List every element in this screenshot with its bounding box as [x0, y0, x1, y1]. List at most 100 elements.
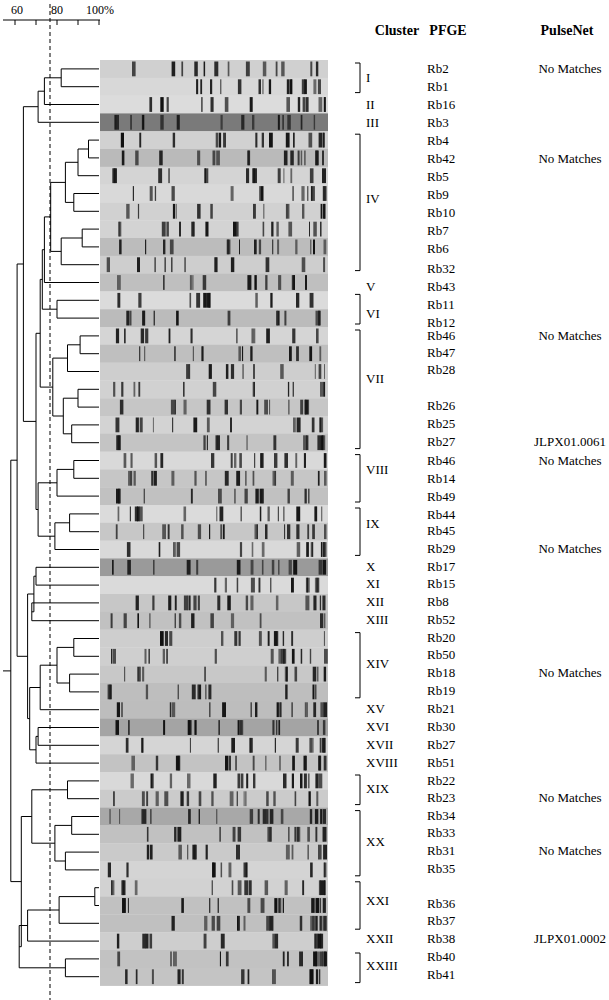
gel-band — [319, 311, 320, 326]
gel-band — [259, 240, 261, 255]
gel-band — [295, 240, 297, 255]
gel-band — [277, 240, 279, 255]
gel-band — [255, 133, 257, 148]
gel-band — [262, 79, 263, 94]
gel-band — [292, 649, 295, 664]
gel-band — [319, 969, 320, 984]
gel-band — [312, 738, 313, 753]
gel-lane — [100, 131, 328, 149]
gel-band — [200, 79, 202, 94]
gel-band — [216, 507, 217, 522]
gel-band — [223, 133, 226, 148]
gel-lane — [100, 380, 328, 398]
gel-band — [320, 222, 321, 237]
gel-band — [280, 364, 284, 379]
gel-band — [289, 560, 292, 575]
gel-band — [280, 702, 281, 717]
gel-band — [298, 97, 300, 112]
gel-band — [116, 524, 118, 539]
gel-lane — [100, 630, 328, 648]
gel-band — [319, 346, 321, 361]
pfge-type: Rb18 — [427, 665, 455, 680]
gel-band — [288, 400, 290, 415]
pfge-type: Rb5 — [427, 169, 449, 184]
gel-band — [124, 329, 126, 344]
gel-band — [323, 382, 325, 397]
gel-band — [302, 204, 304, 219]
gel-band — [180, 791, 183, 806]
gel-band — [126, 738, 129, 753]
gel-band — [274, 453, 277, 468]
gel-band — [322, 151, 324, 166]
gel-band — [265, 524, 268, 539]
gel-band — [162, 222, 166, 237]
gel-band — [279, 756, 280, 771]
gel-band — [278, 168, 281, 183]
gel-band — [142, 809, 143, 824]
gel-lane — [100, 487, 328, 505]
gel-band — [218, 898, 219, 913]
gel-band — [124, 667, 125, 682]
gel-band — [320, 702, 323, 717]
gel-band — [320, 898, 322, 913]
pfge-type: Rb12 — [427, 315, 455, 330]
gel-band — [221, 115, 223, 130]
pfge-type: Rb43 — [427, 279, 455, 294]
gel-band — [151, 774, 153, 789]
gel-band — [275, 738, 276, 753]
pfge-type: Rb28 — [427, 362, 455, 377]
gel-band — [322, 738, 326, 753]
gel-band — [194, 720, 196, 735]
pfge-type: Rb25 — [427, 416, 455, 431]
gel-band — [317, 435, 320, 450]
gel-band — [214, 62, 218, 77]
gel-band — [310, 240, 311, 255]
gel-band — [272, 560, 275, 575]
pulsenet-match: No Matches — [538, 665, 601, 680]
gel-band — [263, 204, 264, 219]
cluster-label: II — [366, 97, 375, 112]
gel-band — [196, 293, 200, 308]
gel-band — [154, 311, 155, 326]
gel-band — [324, 667, 326, 682]
gel-band — [311, 898, 315, 913]
gel-band — [322, 952, 326, 967]
gel-band — [117, 952, 120, 967]
gel-band — [310, 62, 312, 77]
pfge-type: Rb33 — [427, 825, 455, 840]
gel-band — [246, 774, 248, 789]
gel-band — [275, 631, 279, 646]
gel-band — [172, 916, 175, 931]
gel-band — [171, 471, 174, 486]
gel-band — [315, 151, 318, 166]
gel-band — [310, 863, 313, 878]
gel-band — [191, 489, 193, 504]
gel-band — [310, 649, 311, 664]
pulsenet-match: No Matches — [538, 328, 601, 343]
gel-band — [136, 418, 139, 433]
gel-band — [118, 507, 120, 522]
gel-band — [167, 97, 169, 112]
gel-band — [256, 400, 258, 415]
gel-band — [306, 578, 310, 593]
gel-band — [206, 845, 208, 860]
gel-band — [274, 934, 278, 949]
gel-band — [136, 969, 138, 984]
gel-band — [293, 382, 294, 397]
gel-band — [177, 542, 181, 557]
gel-lane — [100, 558, 328, 576]
gel-band — [173, 952, 177, 967]
gel-band — [309, 791, 311, 806]
gel-band — [142, 115, 144, 130]
gel-band — [241, 774, 244, 789]
gel-lane — [100, 612, 328, 630]
gel-band — [238, 827, 242, 842]
gel-band — [231, 364, 234, 379]
gel-band — [283, 774, 287, 789]
gel-band — [226, 952, 229, 967]
gel-band — [301, 151, 303, 166]
gel-band — [265, 756, 266, 771]
gel-band — [247, 898, 250, 913]
gel-lane — [100, 78, 328, 96]
pulsenet-match: No Matches — [538, 541, 601, 556]
